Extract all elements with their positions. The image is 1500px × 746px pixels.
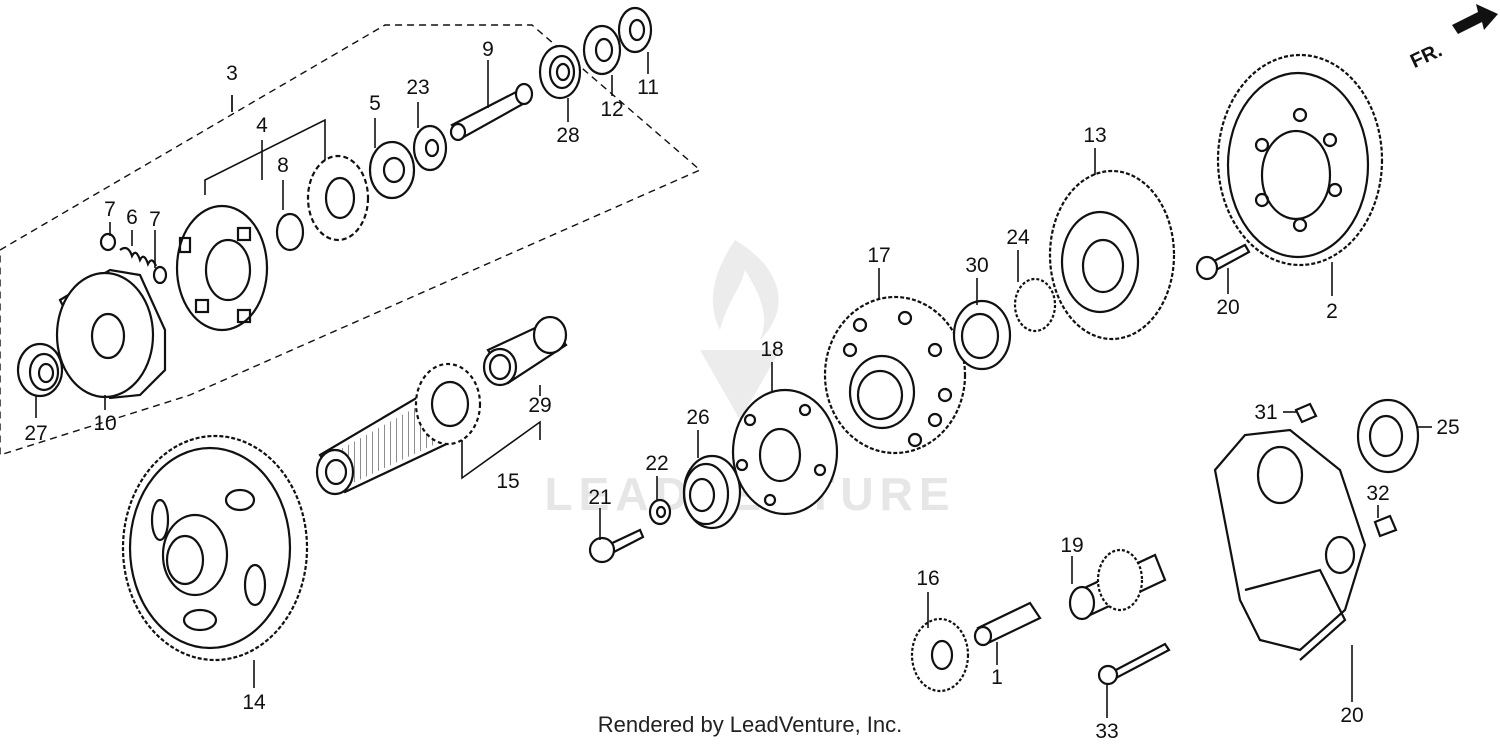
part-30-bushing: [482, 315, 568, 387]
part-13-gear: [1048, 169, 1176, 341]
callout-5: 5: [369, 92, 381, 115]
callout-27: 26: [686, 406, 709, 429]
callout-31: 30: [965, 254, 988, 277]
part-9-shaft: [449, 82, 534, 142]
callout-32-bottom: 32: [1366, 482, 1389, 505]
callout-6: 6: [126, 206, 138, 229]
callout-18: 18: [760, 338, 783, 361]
part-11-seal: [617, 6, 653, 54]
part-4-clutch-weight: [175, 204, 269, 332]
part-7-cap-right: [152, 265, 168, 285]
part-26-bearing: [1356, 398, 1420, 474]
callout-19: 19: [1060, 534, 1083, 557]
part-8-circlip: [275, 212, 305, 252]
part-25-circlip: [1013, 277, 1057, 333]
callout-3: 3: [226, 62, 238, 85]
part-23-washer: [648, 498, 672, 526]
leader-lines: [35, 52, 1432, 718]
part-18-hub: [731, 388, 839, 516]
part-20-housing: [1213, 428, 1367, 661]
credit-text: Rendered by LeadVenture, Inc.: [597, 712, 903, 737]
callout-32-top: 31: [1254, 401, 1277, 424]
callout-20: 20: [1340, 704, 1363, 727]
callout-8: 8: [277, 154, 289, 177]
part-22-bolt: [588, 528, 645, 564]
callout-10: 10: [93, 412, 116, 435]
watermark-logo: [700, 240, 780, 420]
callout-14: 14: [242, 691, 266, 714]
part-19-gear-shaft: [1068, 548, 1167, 621]
part-17-gear: [823, 295, 967, 455]
part-29-bearing: [538, 44, 582, 100]
part-31-needle-bearing: [952, 299, 1012, 371]
callout-16: 16: [916, 567, 939, 590]
part-27-bearing: [682, 454, 742, 530]
callout-7-left: 7: [104, 198, 116, 221]
callout-7-right: 7: [149, 208, 161, 231]
part-32-dowel-bottom: [1373, 514, 1398, 538]
callout-11: 11: [637, 76, 659, 99]
callout-25: 24: [1006, 226, 1030, 249]
part-24-washer: [412, 124, 448, 172]
part-14-large-gear: [121, 434, 309, 662]
callout-17: 17: [867, 244, 890, 267]
callout-28: 27: [24, 422, 47, 445]
callout-22: 21: [588, 486, 611, 509]
callout-26: 25: [1436, 416, 1459, 439]
callout-15: 15: [496, 470, 519, 493]
part-12-washer: [582, 24, 622, 76]
part-10-clutch-outer: [55, 268, 167, 400]
callout-9: 9: [482, 38, 494, 61]
part-6-spring: [119, 246, 158, 267]
callout-33: 33: [1095, 720, 1118, 743]
part-2-ring-gear: [1216, 53, 1384, 267]
part-15-splined-shaft: [315, 362, 482, 496]
callout-2: 2: [1326, 300, 1338, 323]
part-16-small-gear: [910, 617, 970, 693]
callout-21: 20: [1216, 296, 1239, 319]
part-1-pin: [973, 601, 1042, 647]
part-5-washer: [368, 140, 416, 200]
part-7-cap-left: [99, 232, 117, 252]
callout-23: 22: [645, 452, 668, 475]
part-33-bolt: [1097, 642, 1171, 686]
callout-30: 29: [528, 394, 551, 417]
callout-24: 23: [406, 76, 429, 99]
callout-1: 1: [991, 666, 1003, 689]
callout-12: 12: [600, 98, 623, 121]
callout-numbers: 3 4 8 5 23 9 28 12 11 7 6 7 10 27 29 15 …: [24, 38, 1459, 743]
callout-13: 13: [1083, 124, 1106, 147]
callout-29: 28: [556, 124, 579, 147]
front-direction-arrow: FR.: [1407, 4, 1498, 73]
part-4-sprocket: [306, 154, 370, 242]
part-28-bearing: [16, 342, 64, 398]
front-label: FR.: [1407, 39, 1445, 73]
callout-4: 4: [256, 114, 268, 137]
part-21-bolt: [1195, 243, 1251, 281]
part-32-dowel-top: [1294, 402, 1318, 424]
